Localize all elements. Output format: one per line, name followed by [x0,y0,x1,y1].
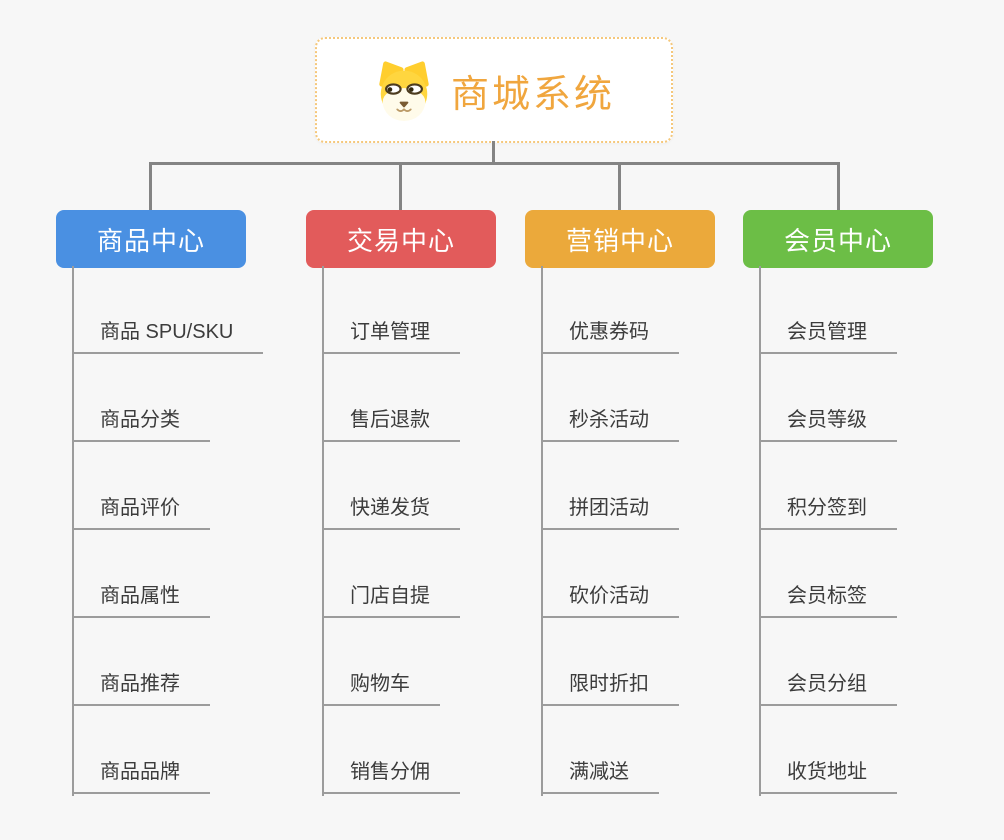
leaf-node[interactable]: 商品评价 [72,442,210,530]
leaf-column-members: 会员管理 会员等级 积分签到 会员标签 会员分组 收货地址 [759,266,897,794]
connector-trunk-vertical [492,141,495,165]
connector-spine-marketing [541,266,543,796]
leaf-node[interactable]: 优惠券码 [541,266,679,354]
leaf-node[interactable]: 满减送 [541,706,659,794]
leaf-node[interactable]: 收货地址 [759,706,897,794]
leaf-node[interactable]: 会员管理 [759,266,897,354]
leaf-node[interactable]: 售后退款 [322,354,460,442]
leaf-node[interactable]: 商品推荐 [72,618,210,706]
leaf-node[interactable]: 购物车 [322,618,440,706]
leaf-node[interactable]: 商品品牌 [72,706,210,794]
leaf-node[interactable]: 会员标签 [759,530,897,618]
leaf-node[interactable]: 商品 SPU/SKU [72,266,264,354]
leaf-node[interactable]: 会员等级 [759,354,897,442]
leaf-node[interactable]: 秒杀活动 [541,354,679,442]
branch-node-marketing-center[interactable]: 营销中心 [525,210,715,268]
leaf-node[interactable]: 商品分类 [72,354,210,442]
leaf-node[interactable]: 限时折扣 [541,618,679,706]
leaf-column-trade: 订单管理 售后退款 快递发货 门店自提 购物车 销售分佣 [322,266,460,794]
dog-face-icon [379,61,429,121]
leaf-column-products: 商品 SPU/SKU 商品分类 商品评价 商品属性 商品推荐 商品品牌 [72,266,264,794]
leaf-node[interactable]: 砍价活动 [541,530,679,618]
leaf-column-marketing: 优惠券码 秒杀活动 拼团活动 砍价活动 限时折扣 满减送 [541,266,679,794]
branch-node-product-center[interactable]: 商品中心 [56,210,246,268]
root-node-mall-system[interactable]: 商城系统 [315,37,673,143]
connector-drop-marketing [618,164,621,210]
leaf-node[interactable]: 会员分组 [759,618,897,706]
connector-spine-products [72,266,74,796]
connector-spine-trade [322,266,324,796]
leaf-node[interactable]: 订单管理 [322,266,460,354]
leaf-node[interactable]: 积分签到 [759,442,897,530]
leaf-node[interactable]: 商品属性 [72,530,210,618]
leaf-node[interactable]: 快递发货 [322,442,460,530]
leaf-node[interactable]: 销售分佣 [322,706,460,794]
branch-node-trade-center[interactable]: 交易中心 [306,210,496,268]
branch-node-member-center[interactable]: 会员中心 [743,210,933,268]
root-title: 商城系统 [450,73,615,116]
connector-trunk-horizontal [149,162,840,165]
connector-spine-members [759,266,761,796]
leaf-node[interactable]: 门店自提 [322,530,460,618]
connector-drop-members [837,164,840,210]
connector-drop-products [149,164,152,210]
connector-drop-trade [399,164,402,210]
leaf-node[interactable]: 拼团活动 [541,442,679,530]
